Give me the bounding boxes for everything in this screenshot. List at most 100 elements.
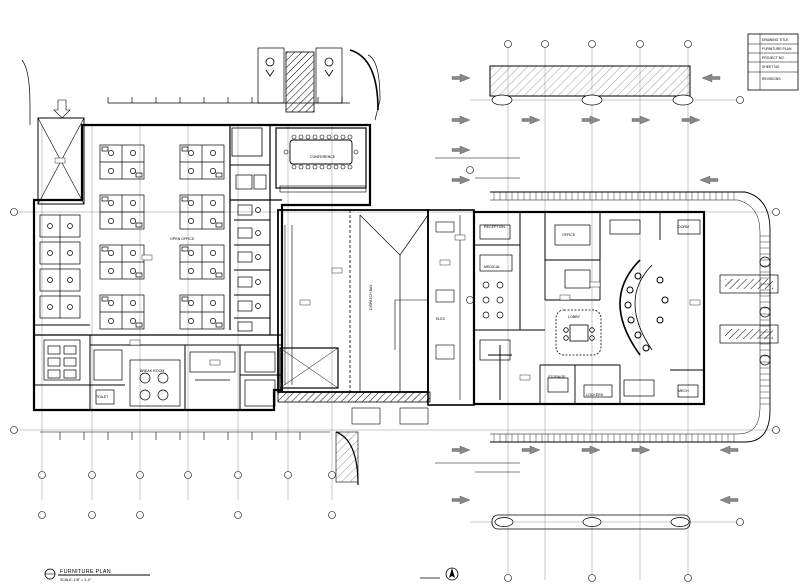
- room-label-mech: MECH: [678, 389, 689, 393]
- title-block-row-3: SHEET NO.: [762, 65, 780, 69]
- conference-chair: [340, 164, 346, 170]
- right-building-walls: [472, 210, 706, 406]
- north-arrow-icon: [445, 567, 459, 581]
- traffic-arrow-icon: [699, 175, 719, 185]
- room-tag: [519, 374, 531, 381]
- room-tag: [454, 234, 466, 241]
- room-tag: [209, 359, 221, 366]
- workstation-cluster: [179, 244, 225, 280]
- conference-chair: [291, 134, 297, 140]
- workstation-cluster: [179, 294, 225, 330]
- room-tag: [559, 294, 571, 301]
- room-label-reception: RECEPTION: [484, 225, 505, 229]
- east-bay-doors: [719, 256, 779, 366]
- conference-chair: [283, 149, 289, 155]
- drawing-title: FURNITURE PLAN SCALE: 1/8" = 1'-0": [44, 567, 459, 582]
- perimeter-ticks: [493, 192, 770, 442]
- hatched-pier: [285, 51, 315, 113]
- traffic-arrow-icon: [521, 115, 541, 125]
- conference-chair: [333, 134, 339, 140]
- traffic-arrow-icon: [701, 73, 721, 83]
- conference-chair: [353, 149, 359, 155]
- traffic-arrow-icon: [719, 445, 739, 455]
- room-label-storage: STORAGE: [548, 375, 566, 379]
- traffic-arrow-icon: [451, 73, 471, 83]
- conference-chair: [319, 164, 325, 170]
- room-label-dorm: DORM: [678, 225, 689, 229]
- entry-arrow: [53, 99, 71, 119]
- conference-chair: [326, 134, 332, 140]
- room-label-lockers: LOCKERS: [586, 393, 604, 397]
- traffic-arrow-icon: [681, 115, 701, 125]
- traffic-arrow-icon: [451, 445, 471, 455]
- title-block-row-1: FURNITURE PLAN: [762, 47, 792, 51]
- grid-bubbles: [10, 40, 780, 582]
- room-tag: [299, 299, 311, 306]
- south-rooms-left: [43, 339, 276, 407]
- room-label-toilet: TOILET: [96, 395, 109, 399]
- traffic-arrow-icon: [451, 145, 471, 155]
- conference-room: [275, 127, 367, 193]
- room-label-lobby: LOBBY: [568, 315, 581, 319]
- room-label-dispatch-bay: DISPATCH BAY: [369, 284, 373, 310]
- conference-chair: [319, 134, 325, 140]
- title-block-row-0: DRAWING TITLE: [762, 38, 789, 42]
- north-canopy: [489, 65, 691, 97]
- traffic-arrow-icon: [581, 115, 601, 125]
- room-label-office: OFFICE: [562, 233, 576, 237]
- conference-chair: [291, 164, 297, 170]
- traffic-arrow-icon: [631, 445, 651, 455]
- conference-chair: [305, 134, 311, 140]
- room-tag: [129, 339, 141, 346]
- room-tag: [589, 281, 601, 288]
- parking-symbols: [265, 57, 334, 77]
- hatched-wall-south: [277, 391, 431, 403]
- conference-chair: [298, 134, 304, 140]
- section-cuts: [435, 157, 520, 473]
- workstation-cluster: [99, 194, 145, 230]
- link-corridor: [427, 209, 475, 406]
- right-furniture: [479, 219, 701, 400]
- traffic-arrow-icon: [581, 445, 601, 455]
- workstation-cluster: [99, 144, 145, 180]
- workstation-cluster: [179, 144, 225, 180]
- conference-chair: [340, 134, 346, 140]
- workstation-cluster: [99, 244, 145, 280]
- room-label-open-office: OPEN OFFICE: [170, 237, 195, 241]
- room-label-elec: ELEC: [436, 317, 446, 321]
- south-canopy-piers: [494, 517, 690, 527]
- traffic-arrow-icon: [451, 495, 471, 505]
- room-labels: OPEN OFFICE CONFERENCE BREAK ROOM DISPAT…: [96, 155, 689, 399]
- conference-chair: [298, 164, 304, 170]
- drawing-title-text: FURNITURE PLAN: [60, 569, 111, 575]
- traffic-arrow-icon: [719, 495, 739, 505]
- conference-chairs: [283, 134, 359, 170]
- traffic-arrow-icon: [451, 115, 471, 125]
- traffic-arrow-icon: [521, 445, 541, 455]
- room-tag: [689, 299, 701, 306]
- conference-chair: [333, 164, 339, 170]
- room-tags: [54, 157, 701, 381]
- east-hatch-2: [725, 329, 773, 339]
- room-tag: [141, 254, 153, 261]
- room-tag: [331, 267, 343, 274]
- hatched-column-south: [335, 431, 359, 483]
- traffic-arrow-icon: [451, 175, 471, 185]
- title-block-row-2: PROJECT NO.: [762, 56, 785, 60]
- west-workstations: [39, 214, 81, 319]
- east-hatch-1: [725, 279, 773, 289]
- south-curb: [335, 431, 359, 486]
- conference-chair: [312, 134, 318, 140]
- drawing-scale-text: SCALE: 1/8" = 1'-0": [60, 578, 92, 582]
- conference-chair: [305, 164, 311, 170]
- south-parking: [40, 407, 429, 440]
- south-canopy: [491, 514, 691, 530]
- right-meeting-room: [555, 309, 602, 356]
- conference-chair: [312, 164, 318, 170]
- title-block-row-4: REVISIONS: [762, 77, 781, 81]
- room-label-conference: CONFERENCE: [310, 155, 336, 159]
- title-block: DRAWING TITLE FURNITURE PLAN PROJECT NO.…: [747, 33, 799, 91]
- conference-chair: [326, 164, 332, 170]
- north-canopy-piers: [491, 94, 694, 106]
